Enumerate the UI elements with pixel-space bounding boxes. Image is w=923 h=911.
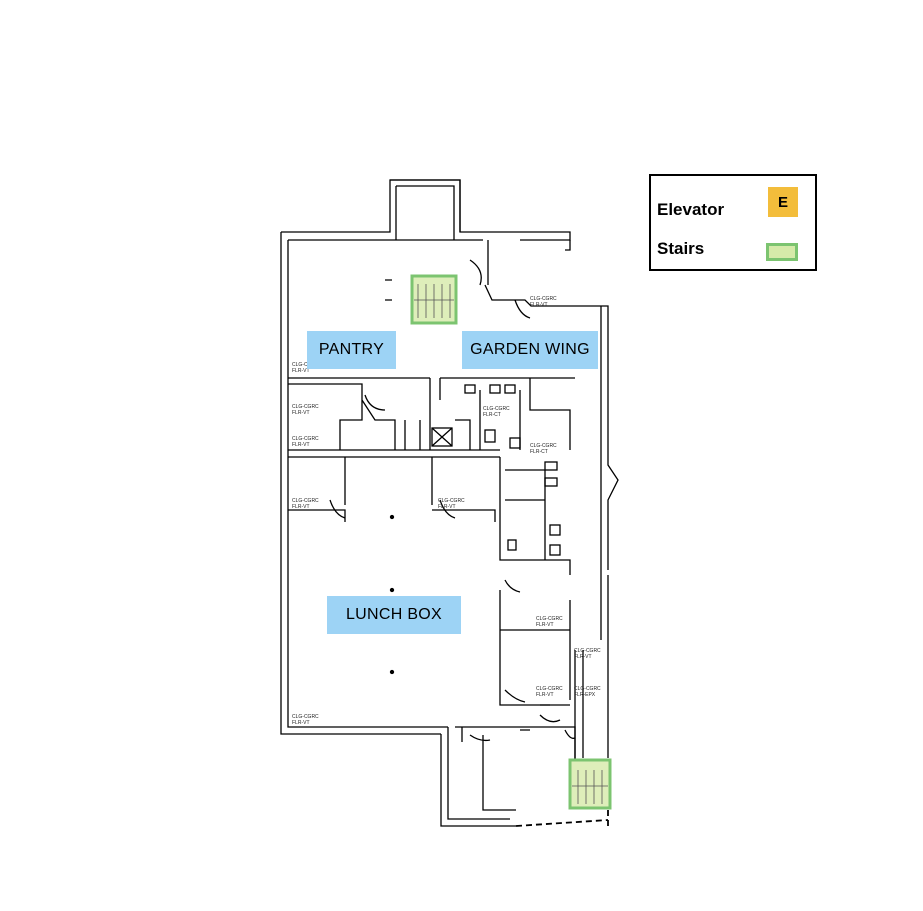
finish-code: CLG-CGRC bbox=[292, 404, 319, 410]
finish-code: FLR-VT bbox=[536, 622, 554, 628]
finish-code: CLG-CGRC bbox=[292, 714, 319, 720]
south-east bbox=[574, 650, 609, 760]
room-label-garden-wing[interactable]: GARDEN WING bbox=[462, 331, 598, 369]
outer-wall-inner bbox=[280, 232, 448, 735]
finish-code: FLR-VT bbox=[574, 654, 592, 660]
legend-elevator-symbol: E bbox=[777, 193, 788, 211]
door-swing bbox=[329, 499, 526, 703]
door-swing bbox=[364, 259, 576, 742]
room-label-pantry[interactable]: PANTRY bbox=[307, 331, 396, 369]
finish-code: CLG-CGRC bbox=[536, 616, 563, 622]
finish-code: FLR-CT bbox=[483, 412, 501, 418]
partition bbox=[288, 457, 496, 522]
corridor-wall-mid bbox=[288, 449, 500, 458]
east-wall bbox=[600, 450, 619, 650]
garden-wing-east bbox=[484, 240, 609, 575]
finish-code: CLG-CGRC bbox=[292, 362, 319, 368]
partition bbox=[288, 378, 431, 450]
finish-code: CLG-CGRC bbox=[530, 443, 557, 449]
stairs-south bbox=[568, 758, 612, 810]
partition bbox=[439, 378, 571, 450]
finish-code: FLR-VT bbox=[438, 504, 456, 510]
finish-code: FLR-EPX bbox=[574, 692, 596, 698]
north-wing bbox=[390, 179, 461, 240]
finish-code: FLR-CT bbox=[530, 449, 548, 455]
room-label-lunch-box[interactable]: LUNCH BOX bbox=[327, 596, 461, 634]
legend: Elevator E Stairs bbox=[649, 174, 817, 271]
stairs-icon bbox=[766, 243, 798, 261]
finish-code: FLR-VT bbox=[292, 442, 310, 448]
south-dashed bbox=[515, 810, 609, 827]
finish-code: CLG-CGRC bbox=[536, 686, 563, 692]
legend-elevator-label: Elevator bbox=[657, 200, 725, 219]
finish-code: CLG-CGRC bbox=[530, 296, 557, 302]
finish-code: CLG-CGRC bbox=[438, 498, 465, 504]
finish-code: CLG-CGRC bbox=[292, 436, 319, 442]
finish-code: CLG-CGRC bbox=[292, 498, 319, 504]
finish-code: FLR-VT bbox=[292, 720, 310, 726]
outer-wall bbox=[281, 179, 571, 241]
finish-code: FLR-VT bbox=[536, 692, 554, 698]
legend-stairs-label: Stairs bbox=[657, 239, 705, 258]
finish-code: FLR-VT bbox=[292, 504, 310, 510]
finish-code: CLG-CGRC bbox=[574, 648, 601, 654]
elevator-icon: E bbox=[768, 187, 798, 217]
finish-code: CLG-CGRC bbox=[574, 686, 601, 692]
finish-code: FLR-VT bbox=[292, 368, 310, 374]
finish-code: CLG-CGRC bbox=[483, 406, 510, 412]
south-wing bbox=[440, 726, 576, 827]
finish-code: FLR-VT bbox=[292, 410, 310, 416]
partition bbox=[499, 457, 571, 575]
finish-code: FLR-VT bbox=[530, 302, 548, 308]
elevator-shaft bbox=[431, 427, 453, 447]
